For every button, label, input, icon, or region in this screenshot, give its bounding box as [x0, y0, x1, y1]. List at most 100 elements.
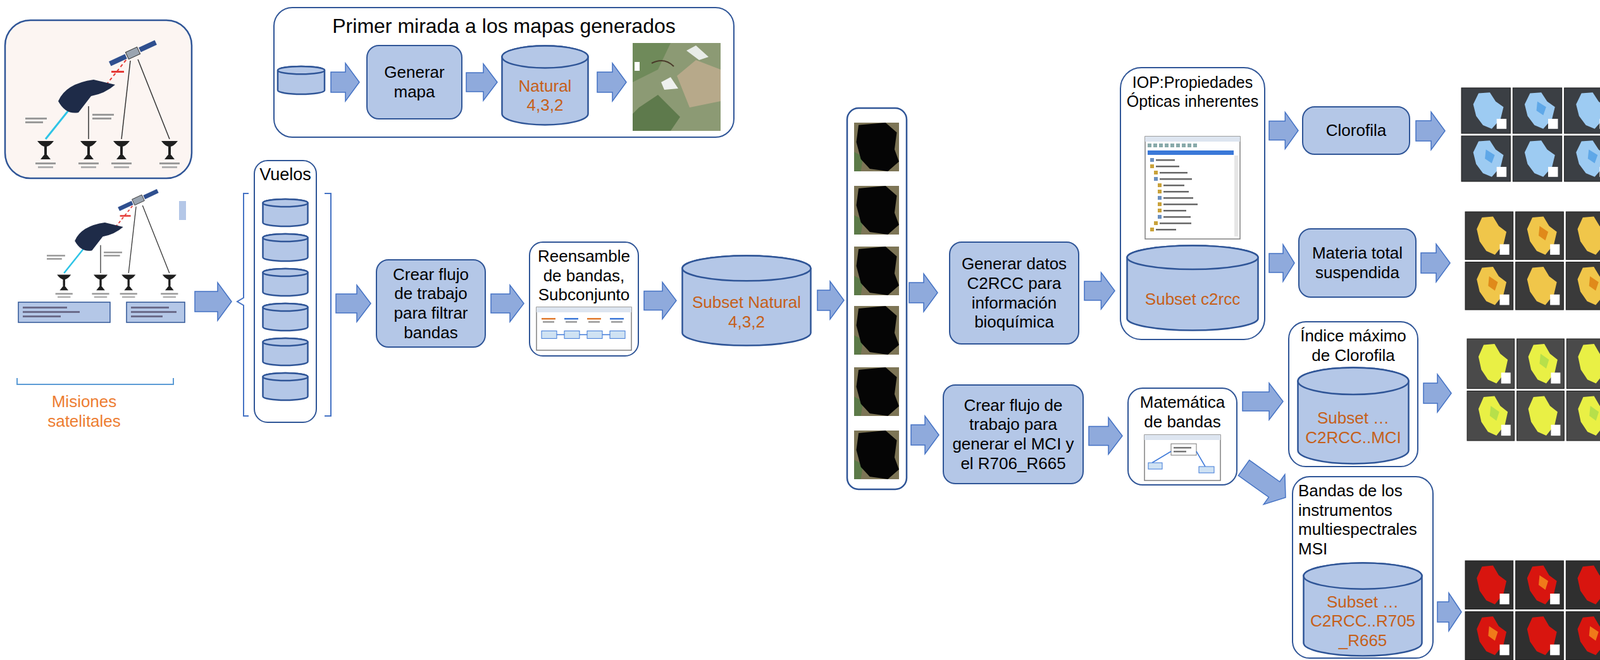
decor-rect [541, 330, 557, 339]
decor-rect [854, 246, 900, 296]
decor-rect [1164, 143, 1169, 148]
block-arrow [1084, 272, 1115, 310]
decor-path [502, 46, 589, 126]
decor-rect [1461, 87, 1511, 134]
decor-line [1196, 451, 1206, 467]
decor-polygon [1577, 566, 1600, 605]
decor-rect [634, 62, 640, 71]
decor-rect [1501, 425, 1511, 436]
decor-rect [1147, 143, 1152, 148]
node-text: Crear flujo de trabajo para filtrar band… [382, 265, 480, 343]
decor-polygon [1587, 149, 1599, 164]
decor-polygon [194, 282, 232, 321]
decor-rect [1499, 294, 1509, 306]
decor-rect [1147, 150, 1234, 156]
decor-rect [1599, 118, 1600, 130]
decor-line [579, 334, 588, 336]
node-text: Generar datos C2RCC para información bio… [955, 254, 1073, 333]
decor-rect [1163, 184, 1185, 187]
decor-g [194, 63, 1462, 632]
decor-polygon [1538, 575, 1549, 591]
decor-path [263, 199, 309, 227]
decor-ellipse [1298, 368, 1409, 396]
frame-heading: Matemática de bandas [1128, 389, 1237, 432]
decor-rect [536, 307, 632, 313]
decor-polygon [1437, 593, 1462, 632]
data-cylinder: Subset c2rcc [1126, 244, 1259, 332]
decor-polygon [909, 273, 938, 312]
decor-ellipse [682, 256, 812, 282]
decor-polygon [1536, 101, 1547, 116]
decor-path [632, 94, 681, 131]
decor-line [1152, 451, 1172, 464]
node-text: Clorofila [1326, 120, 1387, 141]
decor-polygon [1423, 374, 1452, 413]
decor-rect [1153, 170, 1158, 175]
decor-ellipse [1303, 563, 1423, 590]
decor-rect [1467, 391, 1515, 442]
decor-polygon [1420, 244, 1451, 283]
decor-rect [587, 330, 603, 339]
block-arrow [1269, 112, 1299, 150]
decor-rect [854, 367, 900, 417]
group-frame: IOP:Propiedades Ópticas inherentesSubset… [1119, 67, 1266, 341]
frame-heading: Reensamble de bandas, Subconjunto [530, 242, 638, 305]
decor-rect [1148, 463, 1163, 470]
decor-rect [1515, 612, 1564, 660]
decor-polygon [1538, 226, 1549, 242]
decor-rect [542, 321, 555, 324]
decor-rect [1150, 227, 1154, 232]
decor-rect [1181, 143, 1186, 148]
frame-heading: Vuelos [254, 161, 316, 186]
decor-rect [1499, 244, 1509, 255]
decor-rect [854, 186, 900, 235]
decor-rect [1565, 262, 1600, 311]
decor-rect [1163, 210, 1187, 212]
decor-path [676, 60, 721, 108]
decor-polygon [911, 416, 939, 455]
decor-rect [1163, 197, 1194, 200]
group-frame: Matemática de bandas [1127, 387, 1238, 486]
decor-rect [1157, 215, 1162, 219]
decor-ellipse [263, 199, 309, 207]
decor-polygon [1589, 406, 1599, 422]
process-box: Generar mapa [366, 44, 463, 120]
decor-ellipse [1127, 246, 1259, 271]
decor-rect [1159, 143, 1163, 148]
group-frame: Reensamble de bandas, Subconjunto [528, 241, 639, 357]
decor-rect [1550, 244, 1560, 255]
decor-rect [1496, 118, 1507, 130]
decor-rect [1157, 208, 1162, 213]
decor-rect [1171, 444, 1197, 456]
decor-rect [1234, 155, 1239, 237]
decor-rect [1173, 451, 1187, 453]
decor-path [277, 66, 325, 95]
process-box: Generar datos C2RCC para información bio… [948, 241, 1080, 345]
data-cylinder: Subset Natural 4,3,2 [681, 254, 812, 347]
decor-rect [1517, 391, 1565, 442]
decor-line [602, 334, 610, 336]
decor-use [25, 39, 180, 169]
decor-rect [1159, 172, 1188, 174]
decor-polygon [330, 63, 360, 102]
decor-path [263, 338, 309, 366]
decor-rect [1153, 143, 1158, 148]
node-text: Crear flujo de trabajo para generar el M… [948, 396, 1078, 474]
decor-rect [1155, 159, 1175, 162]
group-frame: Índice máximo de ClorofilaSubset … C2RCC… [1288, 321, 1419, 468]
cylinder-label-area: Subset c2rcc [1131, 271, 1254, 327]
decor-rect [611, 321, 623, 324]
decor-ellipse [263, 373, 309, 381]
decor-polygon [856, 306, 900, 355]
process-box: Materia total suspendida [1298, 228, 1417, 298]
decor-polygon [1577, 616, 1600, 656]
decor-rect [1150, 164, 1154, 169]
decor-rect [1198, 466, 1215, 474]
data-cylinder: Subset … C2RCC..R705_R665 [1302, 562, 1423, 658]
decor-polygon [1589, 276, 1599, 292]
decor-polygon [1484, 149, 1495, 164]
decor-polygon [1577, 396, 1600, 436]
decor-rect [1155, 229, 1177, 231]
decor-rect [1173, 447, 1192, 450]
